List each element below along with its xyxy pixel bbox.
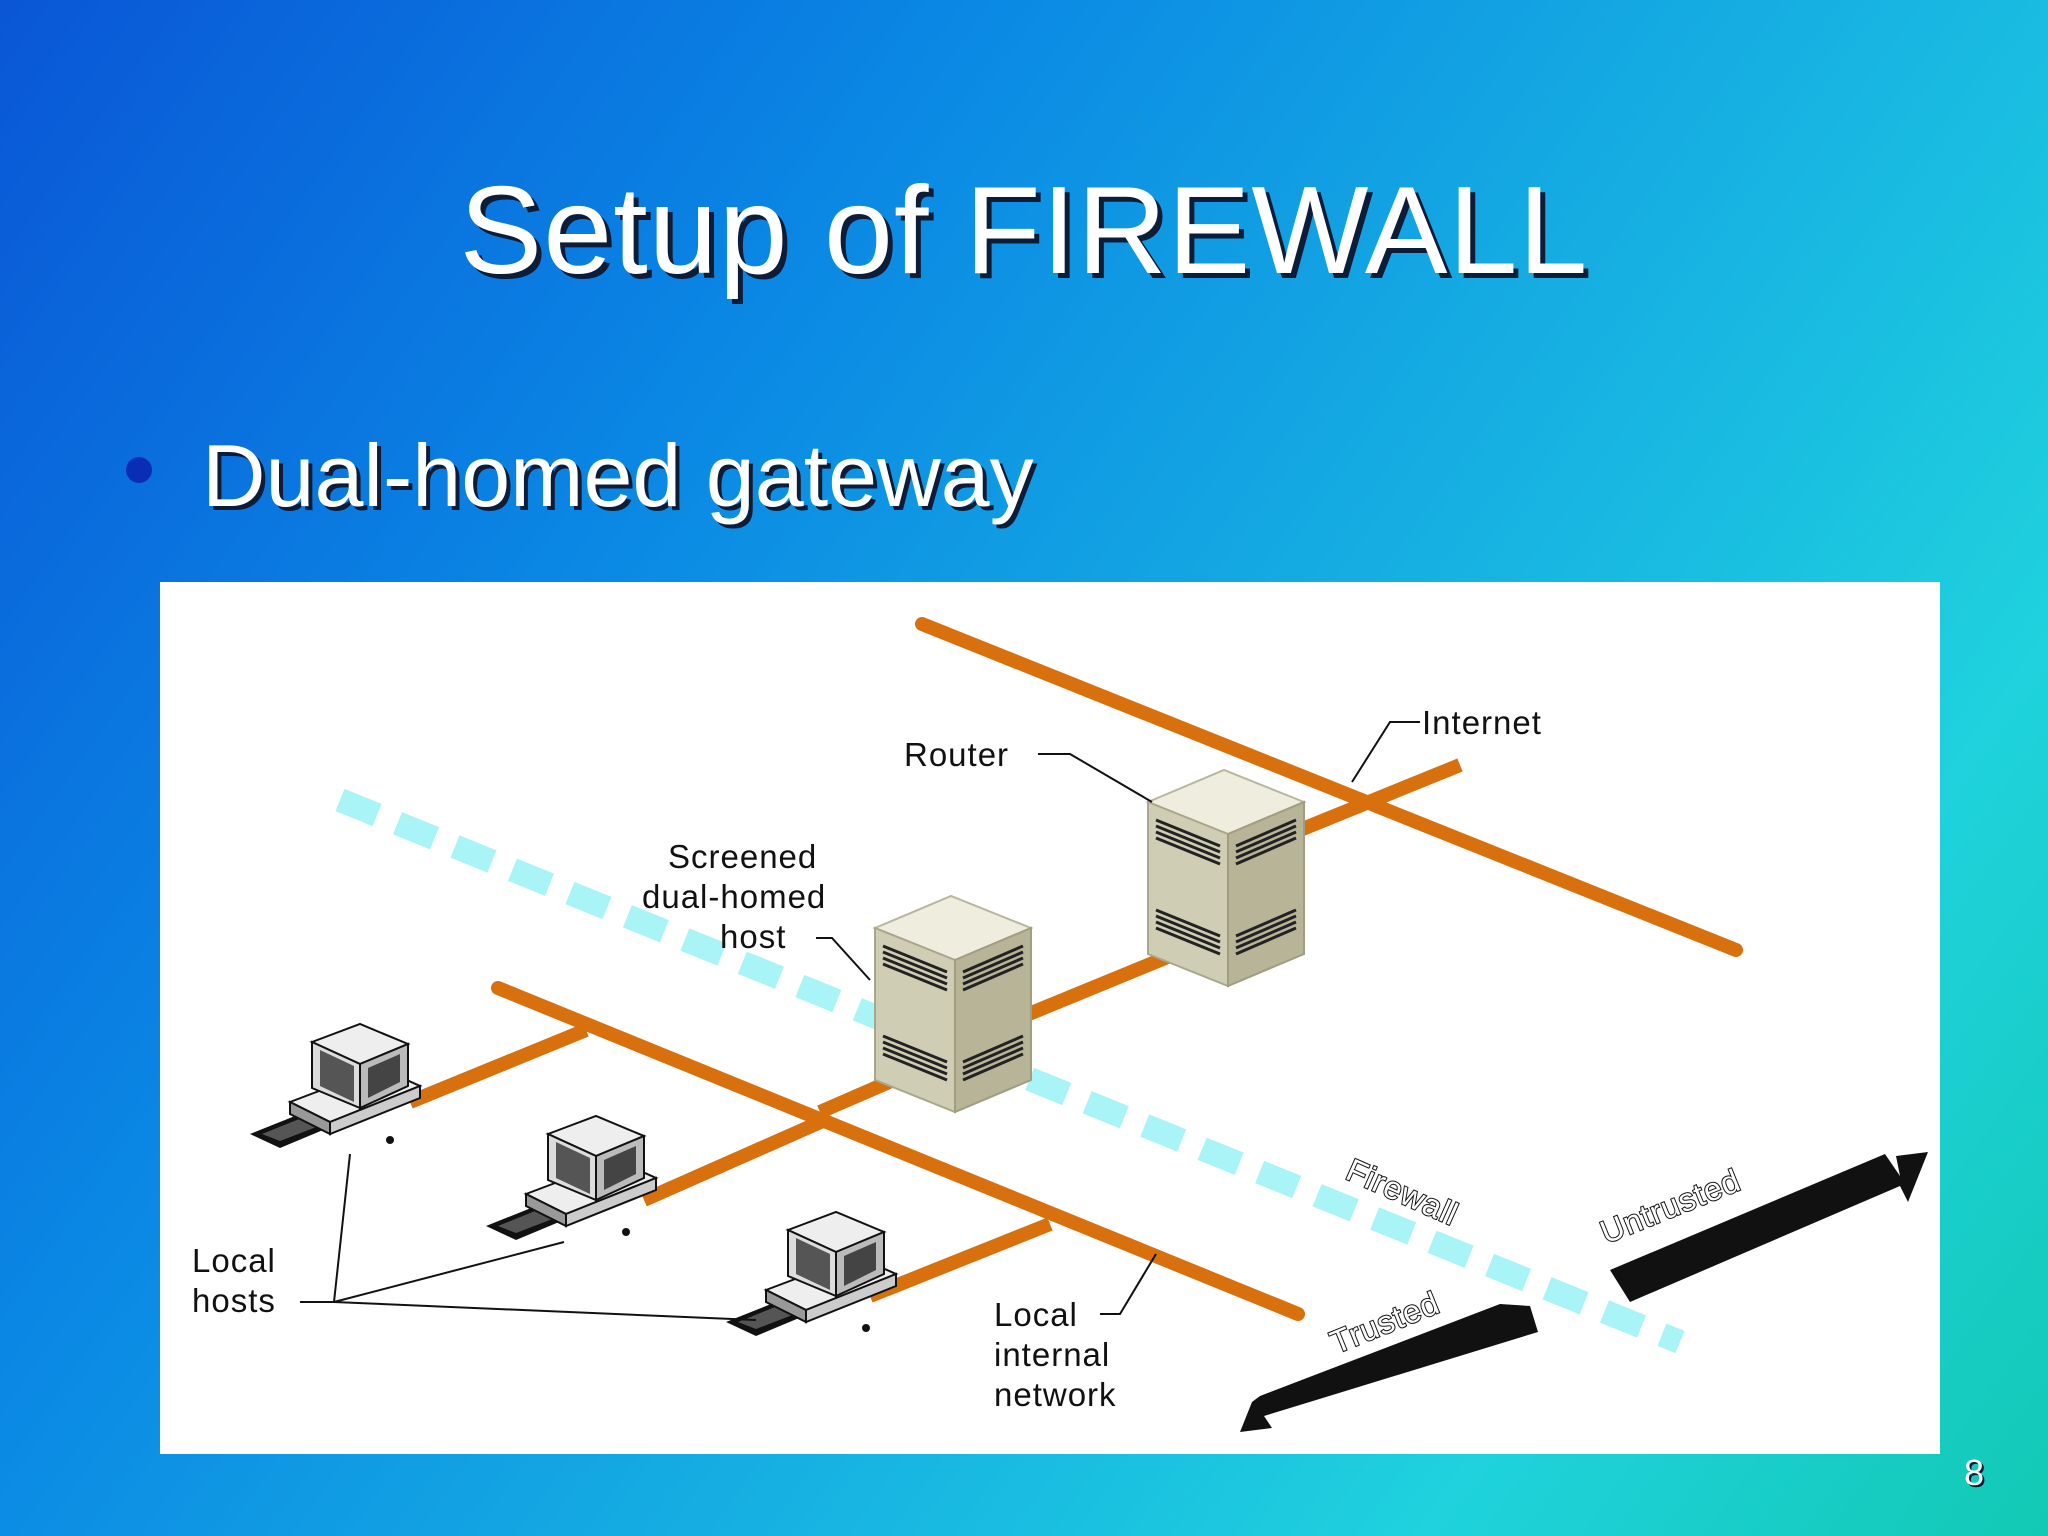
internet-line bbox=[915, 617, 1743, 957]
bullet-dot-icon bbox=[126, 457, 152, 483]
trusted-arrow-icon bbox=[1240, 1304, 1538, 1432]
screened-host-label-3: host bbox=[720, 918, 786, 955]
untrusted-arrow-icon bbox=[1610, 1152, 1928, 1302]
local-hosts-label-2: hosts bbox=[192, 1282, 276, 1319]
local-host-3-icon bbox=[725, 1211, 897, 1337]
firewall-diagram: Untrusted Trusted Firewall Internet Rout… bbox=[160, 582, 1940, 1454]
host-to-router-line bbox=[1021, 949, 1173, 1023]
pc3-drop-line bbox=[867, 1217, 1053, 1303]
local-host-2-icon bbox=[485, 1115, 657, 1241]
router-label: Router bbox=[904, 736, 1009, 773]
router-server-icon bbox=[1146, 768, 1306, 988]
internet-label: Internet bbox=[1422, 704, 1542, 741]
screened-host-server-icon bbox=[873, 894, 1033, 1114]
pc2-drop-line bbox=[641, 1113, 828, 1207]
screened-host-label-1: Screened bbox=[668, 838, 817, 875]
local-host-1-icon bbox=[249, 1023, 421, 1149]
pc1-drop-line bbox=[407, 1023, 589, 1109]
local-network-label-2: internal bbox=[994, 1336, 1110, 1373]
router-to-internet-line bbox=[1297, 758, 1463, 837]
local-network-line bbox=[491, 981, 1305, 1321]
screened-host-label-2: dual-homed bbox=[642, 878, 826, 915]
local-network-label-3: network bbox=[994, 1376, 1117, 1413]
firewall-band bbox=[335, 788, 1685, 1354]
page-number: 8 bbox=[1963, 1452, 1984, 1493]
local-hosts-label-1: Local bbox=[192, 1242, 276, 1279]
bullet-text: Dual-homed gateway bbox=[202, 426, 1034, 525]
slide-title: Setup of FIREWALL bbox=[459, 162, 1589, 300]
diagram-canvas: Untrusted Trusted Firewall Internet Rout… bbox=[192, 617, 1928, 1432]
local-network-label-1: Local bbox=[994, 1296, 1078, 1333]
